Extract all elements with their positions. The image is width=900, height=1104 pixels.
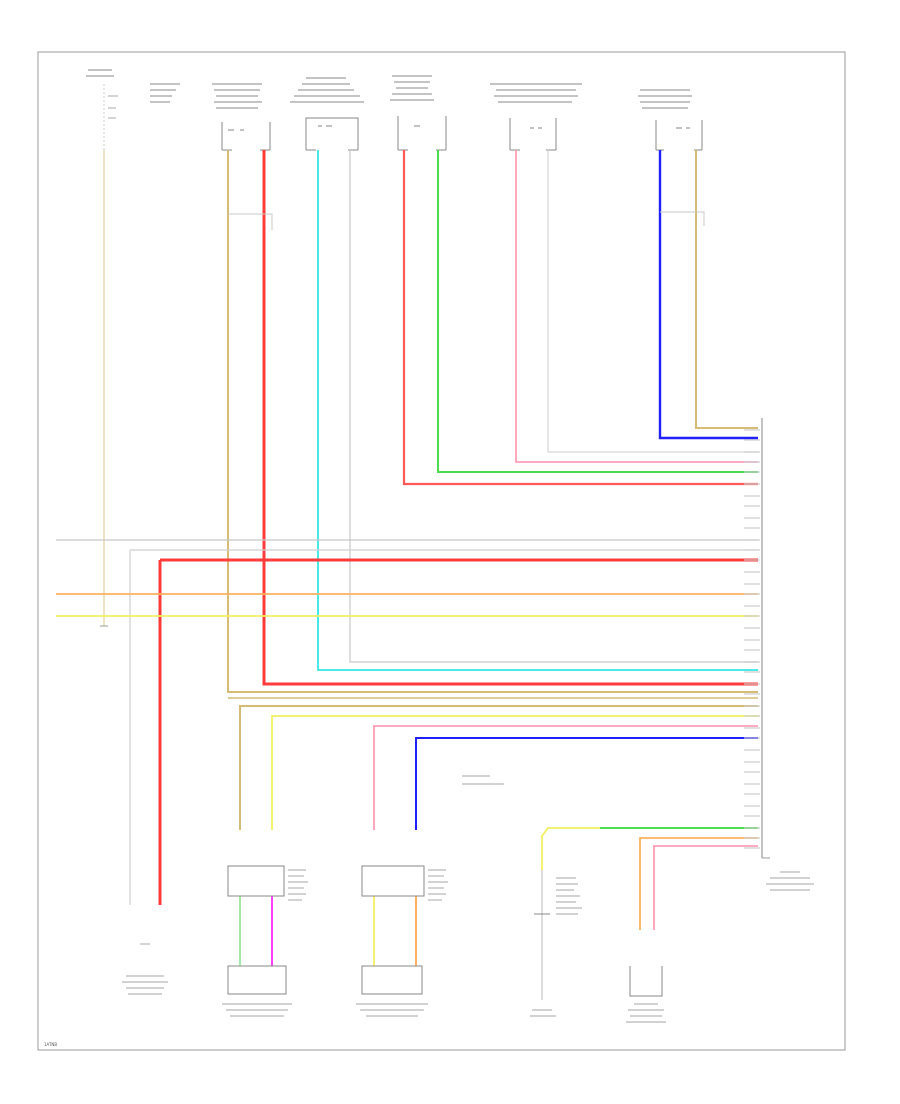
corner-code-label: 1ATNB [44,1042,57,1047]
wire-lower-pink [373,725,758,830]
wire-c4-gray [547,150,758,453]
wire-c3-green [437,150,758,473]
wire-br-pink [653,845,758,930]
top-connector-markers [228,125,690,131]
sensor-right-front [361,865,448,901]
wire-c2-gray [349,150,758,663]
wire-br-yellow [541,827,600,870]
wire-lower-yellow [271,715,758,830]
wire-c1-splice [228,213,273,230]
wire-br-orange [639,837,758,930]
wire-lower-tan-1 [239,705,758,830]
wire-rail-red [158,558,758,905]
wire-c2-cyan [317,150,758,671]
wire-c5-splice [660,211,705,226]
main-connector-caption [766,871,814,891]
diagram-frame [37,51,846,1051]
wire-c3-red [402,150,758,486]
fuse-box [103,84,118,150]
wire-rail-gray-2 [129,549,758,905]
ground-left [122,943,168,995]
wire-lower-blue [415,737,758,830]
seat-belt-switch [530,877,582,1017]
main-control-unit-connector [744,418,770,859]
wire-c4-pink [515,150,758,463]
wire-c1-red [262,150,758,686]
wire-c1-tan [227,150,758,693]
wire-c5-tan [695,150,758,429]
top-component-boxes [221,116,703,151]
sensor-bottom-right [626,966,666,1023]
wire-c5-blue [658,150,758,440]
sensor-left-front [227,865,308,901]
sensor-lower-right [356,965,428,1017]
sensor-lower-left [222,965,292,1017]
top-component-titles [86,69,692,109]
legend-notes [462,775,504,785]
